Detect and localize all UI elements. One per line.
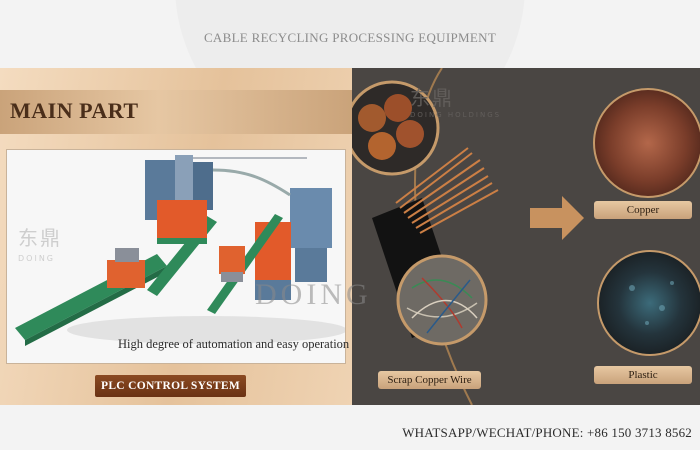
- right-watermark-sub: DOING HOLDINGS: [410, 111, 502, 119]
- equipment-illustration: [6, 149, 346, 364]
- automation-caption: High degree of automation and easy opera…: [118, 337, 350, 351]
- materials-panel: [352, 68, 700, 405]
- right-watermark-main: 东鼎: [410, 86, 454, 110]
- scrap-copper-wire-label: Scrap Copper Wire: [378, 371, 481, 389]
- left-watermark: 东鼎 DOING: [18, 222, 62, 263]
- left-watermark-main: 东鼎: [18, 226, 62, 250]
- main-part-heading: MAIN PART: [10, 98, 139, 123]
- materials-drawing: [352, 68, 700, 405]
- page-title: CABLE RECYCLING PROCESSING EQUIPMENT: [203, 30, 497, 45]
- equipment-drawing: [15, 155, 345, 346]
- plastic-label: Plastic: [594, 366, 692, 384]
- doing-watermark: DOING: [255, 278, 372, 311]
- contact-info: WHATSAPP/WECHAT/PHONE: +86 150 3713 8562: [402, 425, 692, 440]
- main-part-banner: [0, 90, 352, 134]
- left-watermark-sub: DOING: [18, 254, 55, 263]
- copper-label: Copper: [594, 201, 692, 219]
- right-watermark: 东鼎 DOING HOLDINGS: [410, 82, 501, 119]
- plc-control-system-button[interactable]: PLC CONTROL SYSTEM: [95, 375, 246, 397]
